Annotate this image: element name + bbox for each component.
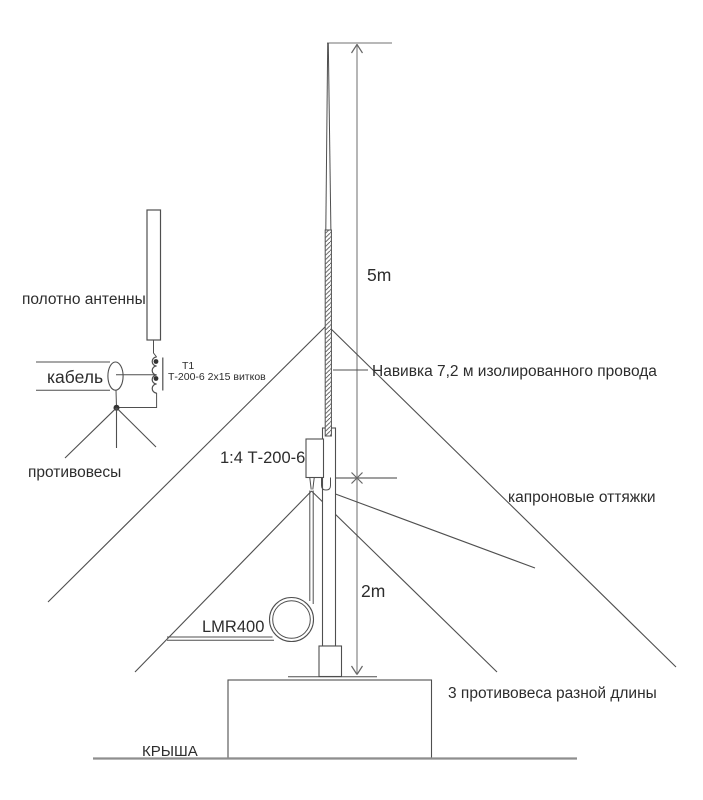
mast-group: КРЫША <box>93 42 577 760</box>
guy-wire-right <box>326 324 677 668</box>
balun-wire-1 <box>309 477 312 490</box>
dimension-group: 5m 2m <box>327 42 397 675</box>
arrow-down-icon <box>350 665 364 675</box>
coax-coil-outer <box>268 596 315 643</box>
antenna-feed-wire <box>153 340 157 358</box>
balun-wire-2 <box>312 477 315 490</box>
dimension-upper-label: 5m <box>367 265 391 285</box>
balun-label: 1:4 Т-200-6 <box>220 449 305 467</box>
winding-callout-group: Навивка 7,2 м изолированного провода <box>333 363 657 380</box>
winding-polarity-dot-2 <box>153 376 159 381</box>
transformer-spec-label: Т-200-6 2х15 витков <box>168 371 266 383</box>
detail-counterweight-right <box>116 407 157 448</box>
mast-top-rod-right-edge <box>327 42 332 232</box>
counterweights-label: противовесы <box>28 464 121 481</box>
balun-box <box>305 438 325 479</box>
winding-note-label: Навивка 7,2 м изолированного провода <box>372 363 657 380</box>
detail-counterweight-left <box>64 407 117 459</box>
roof-label: КРЫША <box>142 743 198 760</box>
guy-wire-left <box>47 324 328 603</box>
arrow-up-icon <box>350 44 364 54</box>
mast-inner-tube-bottom <box>321 477 331 491</box>
antenna-element <box>146 209 162 341</box>
balun-group: 1:4 Т-200-6 <box>220 438 331 491</box>
concrete-block <box>227 679 433 759</box>
feedpoint-detail-group: полотно антенны Т1 Т-200-6 2х15 витков к… <box>22 209 266 481</box>
coil-return-wire <box>116 393 158 408</box>
mast-base-sleeve <box>318 645 343 678</box>
cable-label: кабель <box>47 367 103 387</box>
mast-lower-tube <box>321 427 337 647</box>
counterweights-note-label: 3 противовеса разной длины <box>448 685 657 702</box>
counterweight-wire-short <box>335 493 536 569</box>
coax-coil-inner <box>272 600 311 639</box>
transformer-name-label: Т1 <box>182 360 194 372</box>
counterweights-group: 3 противовеса разной длины <box>134 490 657 702</box>
cable-shield-wire <box>115 390 117 408</box>
counterweight-wire-middle <box>311 490 498 673</box>
mast-top-rod-left-edge <box>325 42 329 232</box>
cable-end-face <box>107 361 124 391</box>
coax-group: LMR400 <box>167 490 315 643</box>
counterweight-wire-left <box>134 490 312 673</box>
guy-wires-group: капроновые оттяжки <box>47 324 677 668</box>
winding-polarity-dot-1 <box>153 359 159 364</box>
antenna-element-label: полотно антенны <box>22 291 146 308</box>
mast-wound-section <box>324 229 332 437</box>
dimension-lower-label: 2m <box>361 581 385 601</box>
guy-wires-label: капроновые оттяжки <box>508 489 656 506</box>
coax-label: LMR400 <box>202 618 264 636</box>
